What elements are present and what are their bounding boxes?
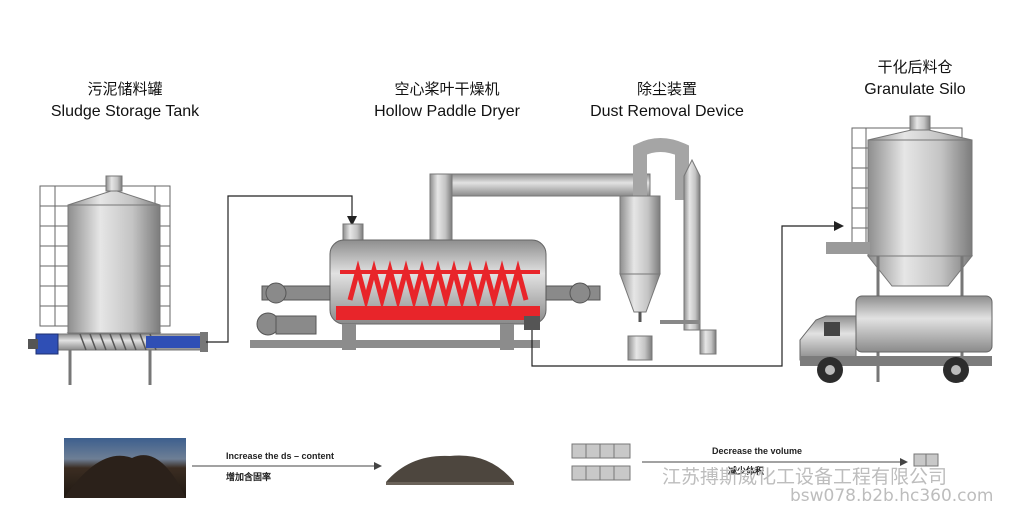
volume-blocks-small (913, 453, 939, 467)
feed-arrow (347, 216, 357, 226)
tank-label: 污泥储料罐 Sludge Storage Tank (30, 78, 220, 124)
discharge-arrow (834, 221, 844, 231)
conveyor-motor (35, 333, 59, 355)
watermark-company: 江苏搏斯威化工设备工程有限公司 (662, 466, 948, 488)
silo-vent (909, 115, 931, 131)
dust-removal-device (619, 138, 717, 361)
ds-note-zh: 增加含固率 (226, 472, 272, 482)
dryer-label-zh: 空心桨叶干燥机 (394, 80, 500, 98)
feed-line (206, 195, 353, 343)
volume-blocks-large (571, 443, 631, 481)
cyclone-cone (619, 273, 661, 313)
watermark-site: bsw078.b2b.hc360.com (790, 486, 994, 506)
dust-label-en: Dust Removal Device (590, 103, 744, 120)
exhaust-stack (683, 158, 701, 331)
dryer-label: 空心桨叶干燥机 Hollow Paddle Dryer (352, 78, 542, 124)
silo-label-zh: 干化后料仓 (877, 58, 953, 76)
silo-body (867, 139, 973, 257)
tank-roof (67, 189, 161, 206)
discharge-line (531, 225, 838, 367)
dust-label: 除尘装置 Dust Removal Device (567, 78, 767, 124)
dryer-body (329, 239, 547, 325)
dried-granules-photo (386, 455, 514, 482)
dryer-outlet (524, 316, 540, 330)
sludge-storage-tank (28, 175, 208, 385)
silo-roof (867, 127, 973, 141)
ds-note-en: Increase the ds – content (226, 451, 335, 461)
dust-label-zh: 除尘装置 (636, 80, 697, 98)
dryer-exhaust-duct (429, 173, 651, 197)
tank-label-zh: 污泥储料罐 (87, 80, 163, 98)
cyclone-inlet-duct (633, 138, 689, 200)
tank-body (67, 204, 161, 334)
volume-note-zh: 减少体积 (728, 466, 765, 476)
silo-cone (866, 255, 974, 287)
cyclone-bin (627, 335, 653, 361)
dryer-heater (336, 306, 540, 320)
screw-conveyor (57, 332, 208, 352)
dryer-base (250, 340, 540, 348)
cyclone-body (619, 195, 661, 275)
truck-tank (855, 295, 993, 353)
truck (799, 295, 993, 383)
hollow-paddle-dryer (250, 173, 651, 350)
silo-label-en: Granulate Silo (864, 81, 966, 98)
dryer-drive (256, 282, 601, 336)
silo-label: 干化后料仓 Granulate Silo (830, 56, 1000, 102)
granulate-silo (799, 115, 993, 383)
dryer-inlet (342, 223, 364, 243)
tank-nozzle (105, 175, 123, 192)
dryer-label-en: Hollow Paddle Dryer (374, 103, 520, 120)
tank-label-en: Sludge Storage Tank (50, 103, 200, 120)
volume-note-en: Decrease the volume (712, 446, 803, 456)
